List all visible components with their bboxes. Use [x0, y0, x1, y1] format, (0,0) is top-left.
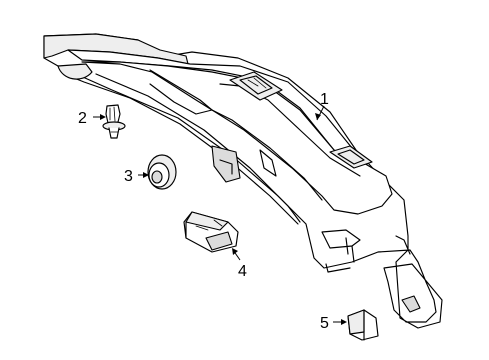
- callout-4: 4: [232, 248, 247, 280]
- callout-2: 2: [78, 110, 106, 127]
- clip-part-2: [102, 104, 126, 139]
- callout-label: 4: [238, 263, 247, 280]
- callout-3: 3: [124, 168, 149, 185]
- callout-label: 2: [78, 110, 87, 127]
- trim-panel-part-1: [43, 33, 443, 329]
- callout-5: 5: [320, 315, 347, 332]
- callout-label: 3: [124, 168, 133, 185]
- callout-label: 1: [320, 91, 329, 108]
- callout-label: 5: [320, 315, 329, 332]
- bumper-part-5: [347, 309, 379, 341]
- grommet-part-3: [147, 154, 177, 190]
- lamp-part-4: [183, 211, 239, 253]
- callout-1: 1: [315, 91, 329, 121]
